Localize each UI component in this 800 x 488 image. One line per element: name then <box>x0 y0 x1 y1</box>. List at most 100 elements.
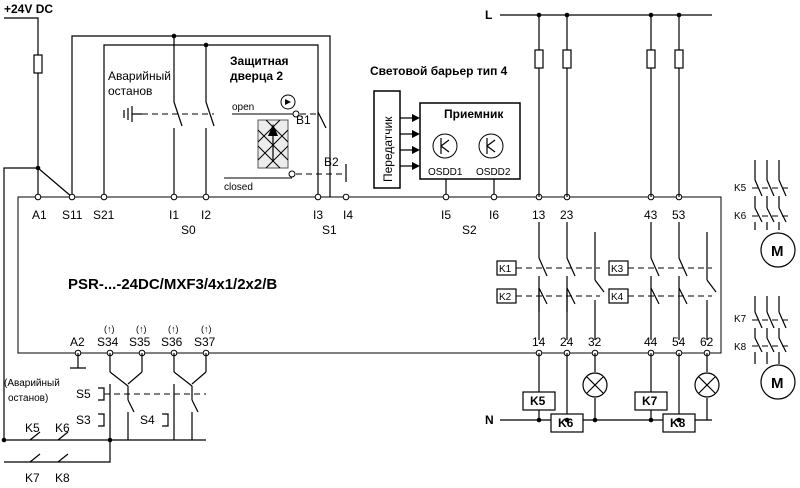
bottom-terminal-S37: S37 <box>194 335 216 349</box>
relay-K4-label: K4 <box>611 292 624 303</box>
door-closed-label: closed <box>224 182 253 193</box>
feedback-K6-label: K6 <box>55 421 70 435</box>
supply-24v-label: +24V DC <box>4 2 53 16</box>
receiver-label: Приемник <box>444 107 504 121</box>
top-terminal-I4: I4 <box>343 208 353 222</box>
top-terminal-53: 53 <box>672 208 686 222</box>
motor-1-K5-label: K5 <box>734 183 747 194</box>
fuse-24v <box>33 54 43 74</box>
terminal-point-I2 <box>202 193 210 201</box>
door-label-line1: Защитная <box>230 54 289 68</box>
bottom-terminal-44: 44 <box>644 335 658 349</box>
top-terminal-I5: I5 <box>441 208 451 222</box>
relay-K3-label: K3 <box>611 264 624 275</box>
barrier-label: Световой барьер тип 4 <box>370 64 508 78</box>
module-title: PSR-...-24DC/MXF3/4x1/2x2/B <box>68 276 277 293</box>
motor-2-K7-label: K7 <box>734 314 747 325</box>
switch-S3-label: S3 <box>76 413 91 427</box>
group-label-S1: S1 <box>322 223 337 237</box>
feedback-K5-label: K5 <box>25 421 40 435</box>
terminal-point-S11 <box>68 193 76 201</box>
rail-L-label: L <box>485 8 492 22</box>
b1-label: B1 <box>296 113 311 127</box>
top-terminal-43: 43 <box>644 208 658 222</box>
marker-S34: (↑) <box>104 324 115 334</box>
osdd1-label: OSDD1 <box>428 167 463 178</box>
transmitter-label: Передатчик <box>381 116 395 182</box>
relay-K3-box <box>608 260 629 276</box>
b2-label: B2 <box>324 155 339 169</box>
bottom-terminal-labels: A2 S34 S35 S36 S37 14 24 32 44 54 62 <box>70 335 714 349</box>
relay-K1-label: K1 <box>499 264 512 275</box>
door-open-label: open <box>232 102 254 113</box>
bottom-terminal-up-markers: (↑) (↑) (↑) (↑) <box>104 324 212 334</box>
internal-contacts-right <box>628 222 717 340</box>
marker-S36: (↑) <box>168 324 179 334</box>
bottom-terminal-S34: S34 <box>97 335 119 349</box>
estop2-label-line2: останов) <box>8 393 48 404</box>
estop-label-line1: Аварийный <box>108 69 171 83</box>
relay-module-box <box>17 196 722 354</box>
coil-K6-label: K6 <box>558 416 574 430</box>
estop-label-line2: останов <box>108 84 152 98</box>
top-terminal-I3: I3 <box>313 208 323 222</box>
start-circuit-wiring <box>4 353 207 463</box>
motor-1-wiring <box>752 160 790 230</box>
top-terminal-labels: A1 S11 S21 I1 I2 I3 I4 I5 I6 13 23 43 53 <box>32 208 686 222</box>
motor-2-wiring <box>752 296 790 364</box>
top-terminal-I1: I1 <box>169 208 179 222</box>
marker-S35: (↑) <box>136 324 147 334</box>
terminal-point-A1 <box>34 193 42 201</box>
coil-K5-box <box>522 391 556 411</box>
receiver-box <box>419 102 521 180</box>
output-fuses <box>534 12 684 197</box>
top-terminal-23: 23 <box>560 208 574 222</box>
rail-N-label: N <box>485 413 494 427</box>
osdd2-label: OSDD2 <box>476 167 511 178</box>
transmitter-box <box>373 90 401 189</box>
marker-S37: (↑) <box>201 324 212 334</box>
motor-1-label: M <box>771 243 784 260</box>
top-terminal-S11: S11 <box>62 208 83 222</box>
top-terminal-13: 13 <box>532 208 546 222</box>
motor-2-K8-label: K8 <box>734 342 747 353</box>
bottom-terminal-32: 32 <box>588 335 602 349</box>
group-label-S2: S2 <box>462 223 477 237</box>
motor-1-icon <box>760 232 796 268</box>
relay-K1-box <box>496 260 517 276</box>
bottom-terminal-A2: A2 <box>70 335 85 349</box>
estop2-label-line1: (Аварийный <box>4 378 60 389</box>
feedback-K7-label: K7 <box>25 471 40 485</box>
top-terminal-S21: S21 <box>93 208 115 222</box>
bottom-terminal-S35: S35 <box>129 335 151 349</box>
lamp-icon <box>582 372 608 398</box>
relay-K2-label: K2 <box>499 292 512 303</box>
top-terminal-A1: A1 <box>32 208 47 222</box>
bottom-terminal-14: 14 <box>532 335 546 349</box>
bottom-terminal-62: 62 <box>700 335 714 349</box>
bottom-terminal-54: 54 <box>672 335 686 349</box>
top-terminal-I2: I2 <box>201 208 211 222</box>
top-terminal-I6: I6 <box>489 208 499 222</box>
relay-K2-box <box>496 288 517 304</box>
motor-2-icon <box>760 364 796 400</box>
terminal-point-I1 <box>170 193 178 201</box>
coil-K8-box <box>662 413 696 433</box>
top-terminal-markers <box>34 193 683 201</box>
terminal-point-I3 <box>314 193 322 201</box>
switch-S5-label: S5 <box>76 387 91 401</box>
feedback-K8-label: K8 <box>55 471 70 485</box>
switch-S4-label: S4 <box>140 413 155 427</box>
rail-junctions <box>536 417 682 423</box>
feedback-contacts <box>1 431 113 463</box>
terminal-point-I4 <box>342 193 350 201</box>
terminal-point-I5 <box>442 193 450 201</box>
bottom-terminal-24: 24 <box>560 335 574 349</box>
coil-K8-label: K8 <box>670 416 686 430</box>
motor-2-label: M <box>771 375 784 392</box>
coil-K5-label: K5 <box>530 394 546 408</box>
terminal-point-I6 <box>490 193 498 201</box>
door-label-line2: дверца 2 <box>230 69 283 83</box>
internal-contacts-left <box>516 222 605 340</box>
